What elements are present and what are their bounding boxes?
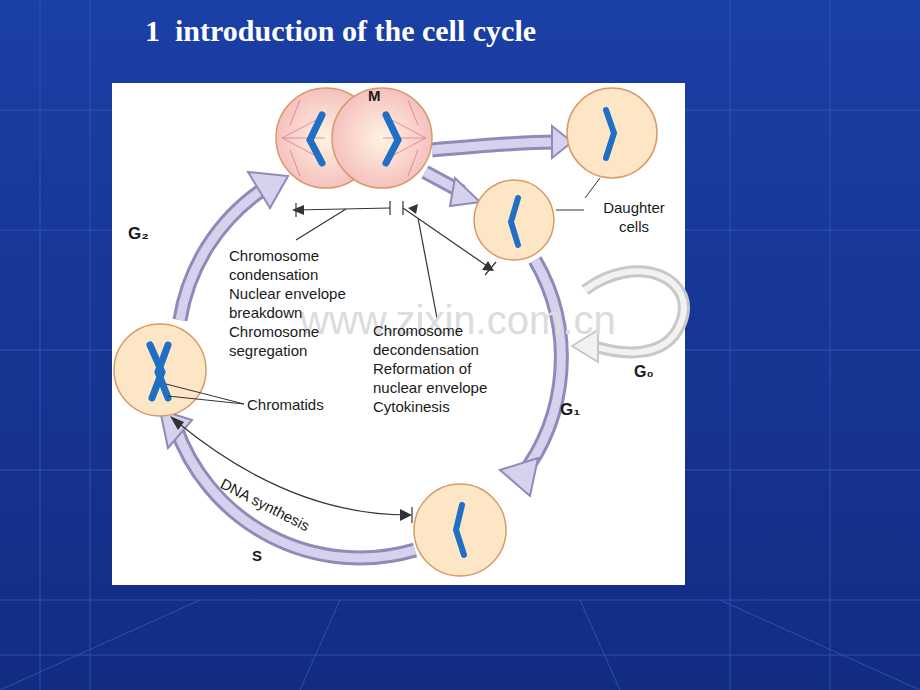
phase-label: S — [252, 546, 262, 565]
phase-label: G₀ — [634, 362, 654, 381]
event-note: Chromosome decondensation — [373, 321, 523, 359]
callout-label: Chromatids — [247, 395, 324, 414]
event-note: Cytokinesis — [373, 397, 523, 416]
event-note: Nuclear envelope breakdown — [229, 284, 389, 322]
event-note: Chromosome segregation — [229, 322, 389, 360]
slide-title: 1 introduction of the cell cycle — [145, 14, 536, 48]
event-note: Reformation of nuclear envelope — [373, 359, 523, 397]
phase-label: G₂ — [128, 224, 149, 243]
phase-label: G₁ — [560, 400, 580, 419]
event-note: Chromosome condensation — [229, 246, 389, 284]
callout-label: Daughter cells — [588, 198, 680, 236]
phase-label: M — [368, 86, 381, 105]
